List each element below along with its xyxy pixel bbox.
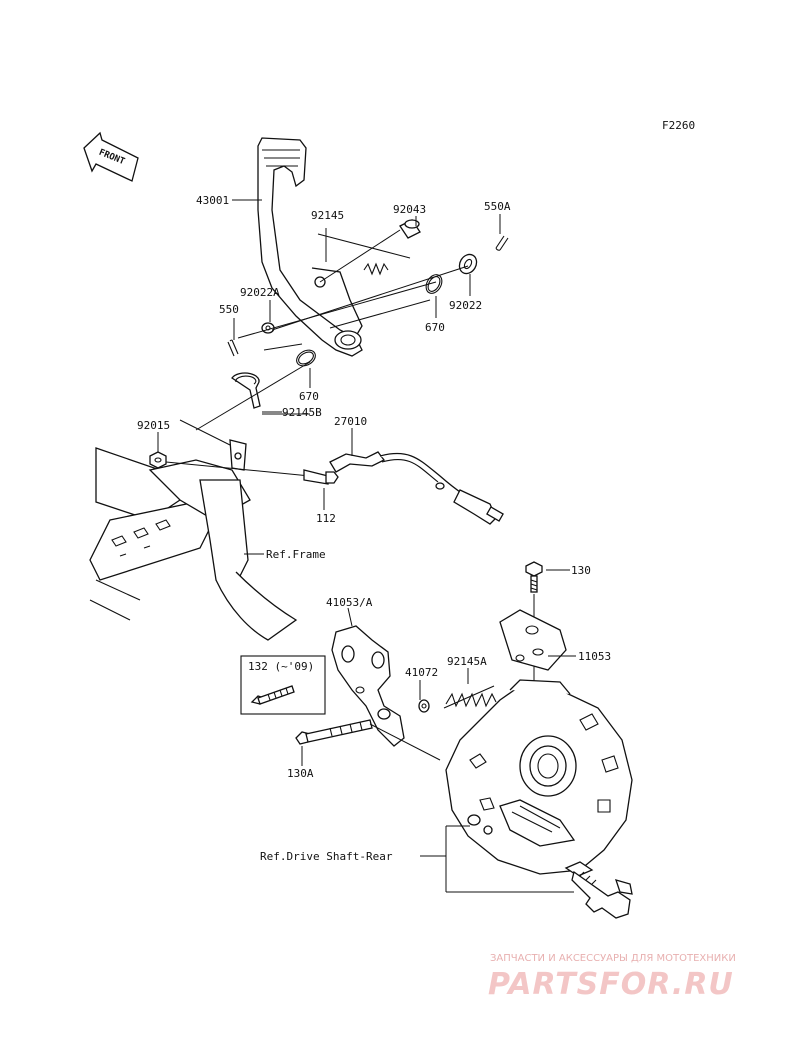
label-ref-frame: Ref.Frame (266, 548, 326, 561)
o-ring-670-upper-part (425, 274, 443, 294)
brake-pedal-part (232, 137, 363, 357)
label-92145b: 92145B (282, 406, 322, 419)
brake-cable-27010-part (329, 451, 504, 525)
leader-lines-upper (179, 265, 469, 451)
final-drive-housing-part (445, 679, 633, 875)
label-550: 550 (219, 303, 239, 316)
label-27010: 27010 (334, 415, 367, 428)
label-92022: 92022 (449, 299, 482, 312)
label-43001: 43001 (196, 194, 229, 207)
o-ring-670-lower-part (296, 349, 316, 367)
label-132: 132 (~'09) (248, 660, 314, 673)
label-550a: 550A (484, 200, 511, 213)
label-41072: 41072 (405, 666, 438, 679)
spring-92145a-part (443, 685, 497, 709)
return-spring-92145b-part (231, 372, 261, 409)
cotter-pin-550-part (227, 339, 239, 357)
label-92022a: 92022A (240, 286, 280, 299)
bolt-112-part (303, 469, 339, 485)
label-ref-drive-shaft: Ref.Drive Shaft-Rear (260, 850, 393, 863)
bolt-132-box (240, 655, 326, 715)
bracket-11053-part (499, 609, 576, 671)
label-670-lower: 670 (299, 390, 319, 403)
pin-92043-part (319, 219, 421, 283)
label-112: 112 (316, 512, 336, 525)
figure-code: F2260 (662, 119, 695, 132)
label-92043: 92043 (393, 203, 426, 216)
label-130a: 130A (287, 767, 314, 780)
label-41053a: 41053/A (326, 596, 373, 609)
label-leaders (157, 214, 570, 766)
front-arrow-icon: FRONT (83, 131, 139, 182)
washer-92022-part (458, 253, 478, 275)
watermark-brand: PARTSFOR.RU (488, 967, 734, 1002)
ref-drive-shaft-leader (420, 825, 574, 893)
label-670-upper: 670 (425, 321, 445, 334)
cotter-pin-550a-part (495, 235, 509, 251)
spring-92145-part (317, 233, 411, 276)
nut-92015-part (149, 451, 311, 477)
frame-part (89, 439, 298, 641)
lever-41053a-part (331, 607, 405, 747)
label-92015: 92015 (137, 419, 170, 432)
nut-41072-part (418, 699, 430, 713)
watermark-tagline: ЗАПЧАСТИ И АКСЕССУАРЫ ДЛЯ МОТОТЕХНИКИ (490, 953, 736, 964)
label-11053: 11053 (578, 650, 611, 663)
drive-shaft-part (564, 861, 633, 919)
label-130: 130 (571, 564, 591, 577)
label-92145a: 92145A (447, 655, 487, 668)
bolt-130a-part (295, 719, 441, 761)
label-92145: 92145 (311, 209, 344, 222)
